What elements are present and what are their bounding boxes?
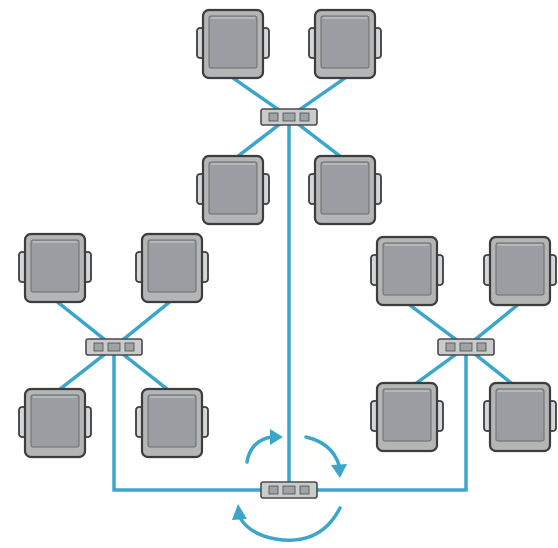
backbone-left [112, 345, 291, 492]
backbone-right [287, 345, 468, 492]
computer-icon [482, 381, 558, 453]
rotate-arrow-icon [304, 435, 347, 478]
computer-icon [195, 154, 271, 226]
rotate-arrow-icon [245, 429, 283, 464]
computer-icon [17, 232, 93, 304]
hub-icon [437, 338, 495, 356]
circulation-arrows [232, 429, 347, 542]
links [53, 76, 522, 492]
hub-icon [85, 338, 143, 356]
computer-icon [195, 8, 271, 80]
computer-icon [482, 235, 558, 307]
computer-icon [17, 387, 93, 459]
hub-icon [260, 481, 318, 499]
computer-icon [307, 154, 383, 226]
hub-icon [260, 108, 318, 126]
computer-icon [369, 235, 445, 307]
computer-icon [307, 8, 383, 80]
computer-icon [369, 381, 445, 453]
computer-icon [134, 232, 210, 304]
rotate-arrow-icon [232, 504, 342, 542]
computer-icon [134, 387, 210, 459]
